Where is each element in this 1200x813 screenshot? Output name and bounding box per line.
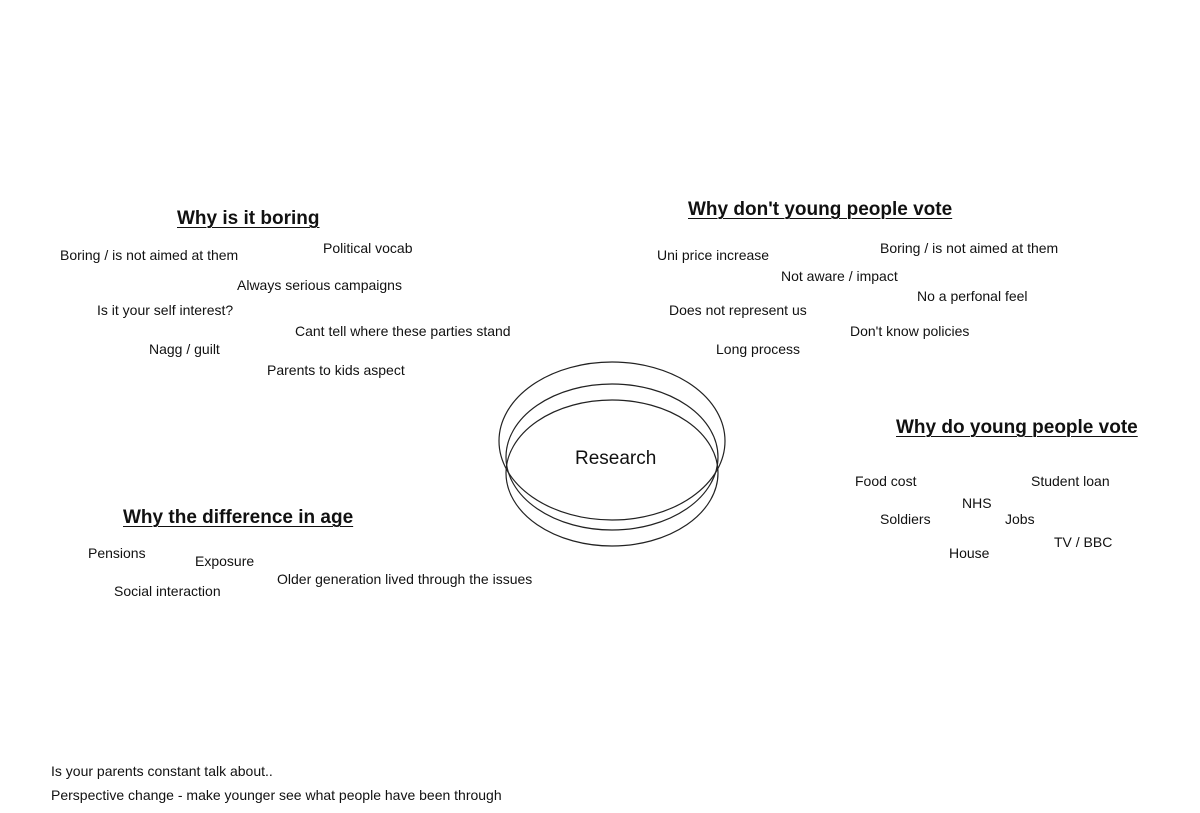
dont-vote-item: Don't know policies	[850, 323, 970, 339]
research-label: Research	[575, 448, 657, 469]
outer-oval	[498, 361, 726, 521]
dont-vote-item: No a perfonal feel	[917, 288, 1028, 304]
inner-oval	[505, 399, 719, 547]
do-vote-item: NHS	[962, 495, 992, 511]
age-item: Older generation lived through the issue…	[277, 571, 533, 587]
heading-why-dont-vote: Why don't young people vote	[688, 199, 953, 220]
boring-item: Parents to kids aspect	[267, 362, 405, 378]
do-vote-item: Food cost	[855, 473, 917, 489]
boring-item: Political vocab	[323, 240, 413, 256]
footer-note-1: Is your parents constant talk about..	[51, 763, 273, 779]
heading-why-age-difference: Why the difference in age	[123, 507, 354, 528]
boring-item: Boring / is not aimed at them	[60, 247, 239, 263]
do-vote-item: Student loan	[1031, 473, 1110, 489]
boring-item: Always serious campaigns	[237, 277, 402, 293]
dont-vote-item: Long process	[716, 341, 801, 357]
footer-note-2: Perspective change - make younger see wh…	[51, 787, 502, 803]
do-vote-item: Soldiers	[880, 511, 931, 527]
middle-oval	[505, 383, 719, 531]
boring-item: Cant tell where these parties stand	[295, 323, 511, 339]
boring-item: Nagg / guilt	[149, 341, 220, 357]
age-item: Exposure	[195, 553, 255, 569]
dont-vote-item: Not aware / impact	[781, 268, 898, 284]
age-item: Social interaction	[114, 583, 221, 599]
dont-vote-item: Boring / is not aimed at them	[880, 240, 1059, 256]
heading-why-boring: Why is it boring	[177, 208, 320, 229]
boring-item: Is it your self interest?	[97, 302, 234, 318]
heading-why-do-vote: Why do young people vote	[896, 417, 1138, 438]
age-item: Pensions	[88, 545, 146, 561]
dont-vote-item: Uni price increase	[657, 247, 770, 263]
do-vote-item: TV / BBC	[1054, 534, 1113, 550]
dont-vote-item: Does not represent us	[669, 302, 807, 318]
do-vote-item: Jobs	[1005, 511, 1035, 527]
do-vote-item: House	[949, 545, 990, 561]
